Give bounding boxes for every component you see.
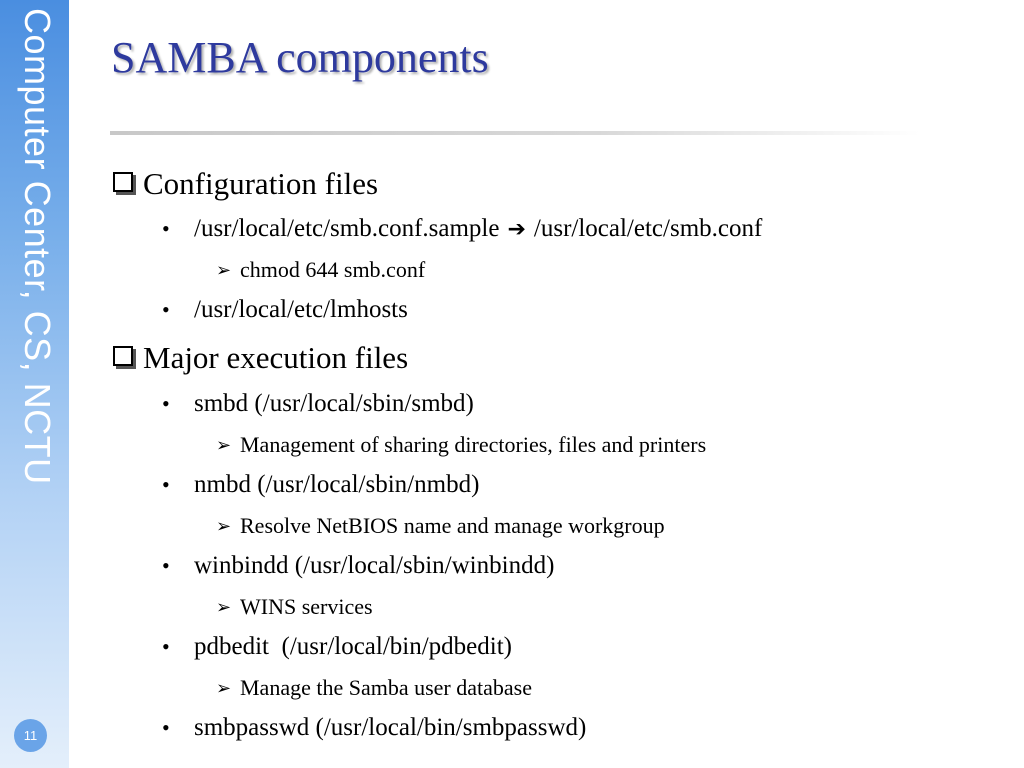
section-heading-config: Configuration files — [113, 166, 378, 202]
list-item: • smbd (/usr/local/sbin/smbd) — [162, 390, 474, 418]
arrowhead-bullet-icon: ➢ — [216, 434, 232, 455]
section-heading-exec: Major execution files — [113, 340, 408, 376]
sub-list-item: ➢ Resolve NetBIOS name and manage workgr… — [216, 513, 665, 539]
sub-list-item: ➢ chmod 644 smb.conf — [216, 257, 425, 283]
page-title: SAMBA components — [111, 33, 489, 82]
list-item-text: /usr/local/etc/smb.conf — [533, 215, 763, 242]
arrowhead-bullet-icon: ➢ — [216, 677, 232, 698]
list-item: • pdbedit (/usr/local/bin/pdbedit) — [162, 633, 512, 661]
list-item: • /usr/local/etc/smb.conf.sample ➔ /usr/… — [162, 215, 762, 243]
sub-list-item-text: WINS services — [240, 594, 373, 619]
title-divider — [110, 131, 920, 135]
list-item: • /usr/local/etc/lmhosts — [162, 296, 408, 324]
page-number-badge: 11 — [14, 719, 47, 752]
list-item: • smbpasswd (/usr/local/bin/smbpasswd) — [162, 714, 586, 742]
sub-list-item: ➢ WINS services — [216, 594, 373, 620]
list-item-text: smbpasswd (/usr/local/bin/smbpasswd) — [194, 714, 587, 741]
bullet-icon: • — [162, 715, 170, 740]
section-heading-label: Major execution files — [143, 340, 409, 375]
list-item-text: /usr/local/etc/smb.conf.sample — [194, 215, 500, 242]
bullet-icon: • — [162, 553, 170, 578]
sub-list-item: ➢ Manage the Samba user database — [216, 675, 532, 701]
sub-list-item-text: chmod 644 smb.conf — [240, 257, 426, 282]
list-item-text: nmbd (/usr/local/sbin/nmbd) — [194, 471, 480, 498]
sub-list-item-text: Management of sharing directories, files… — [240, 432, 707, 457]
checkbox-bullet-icon — [113, 346, 133, 366]
list-item-text: /usr/local/etc/lmhosts — [194, 296, 408, 323]
sub-list-item: ➢ Management of sharing directories, fil… — [216, 432, 706, 458]
list-item-text: winbindd (/usr/local/sbin/winbindd) — [194, 552, 555, 579]
bullet-icon: • — [162, 634, 170, 659]
right-arrow-icon: ➔ — [507, 216, 526, 242]
bullet-icon: • — [162, 391, 170, 416]
sub-list-item-text: Manage the Samba user database — [240, 675, 532, 700]
arrowhead-bullet-icon: ➢ — [216, 259, 232, 280]
bullet-icon: • — [162, 472, 170, 497]
sidebar-label: Computer Center, CS, NCTU — [17, 8, 58, 485]
list-item: • winbindd (/usr/local/sbin/winbindd) — [162, 552, 554, 580]
list-item-text: pdbedit (/usr/local/bin/pdbedit) — [194, 633, 512, 660]
bullet-icon: • — [162, 216, 170, 241]
list-item: • nmbd (/usr/local/sbin/nmbd) — [162, 471, 479, 499]
sidebar: Computer Center, CS, NCTU 11 — [0, 0, 69, 768]
arrowhead-bullet-icon: ➢ — [216, 596, 232, 617]
list-item-text: smbd (/usr/local/sbin/smbd) — [194, 390, 474, 417]
sub-list-item-text: Resolve NetBIOS name and manage workgrou… — [240, 513, 665, 538]
bullet-icon: • — [162, 297, 170, 322]
checkbox-bullet-icon — [113, 172, 133, 192]
arrowhead-bullet-icon: ➢ — [216, 515, 232, 536]
section-heading-label: Configuration files — [143, 166, 379, 201]
